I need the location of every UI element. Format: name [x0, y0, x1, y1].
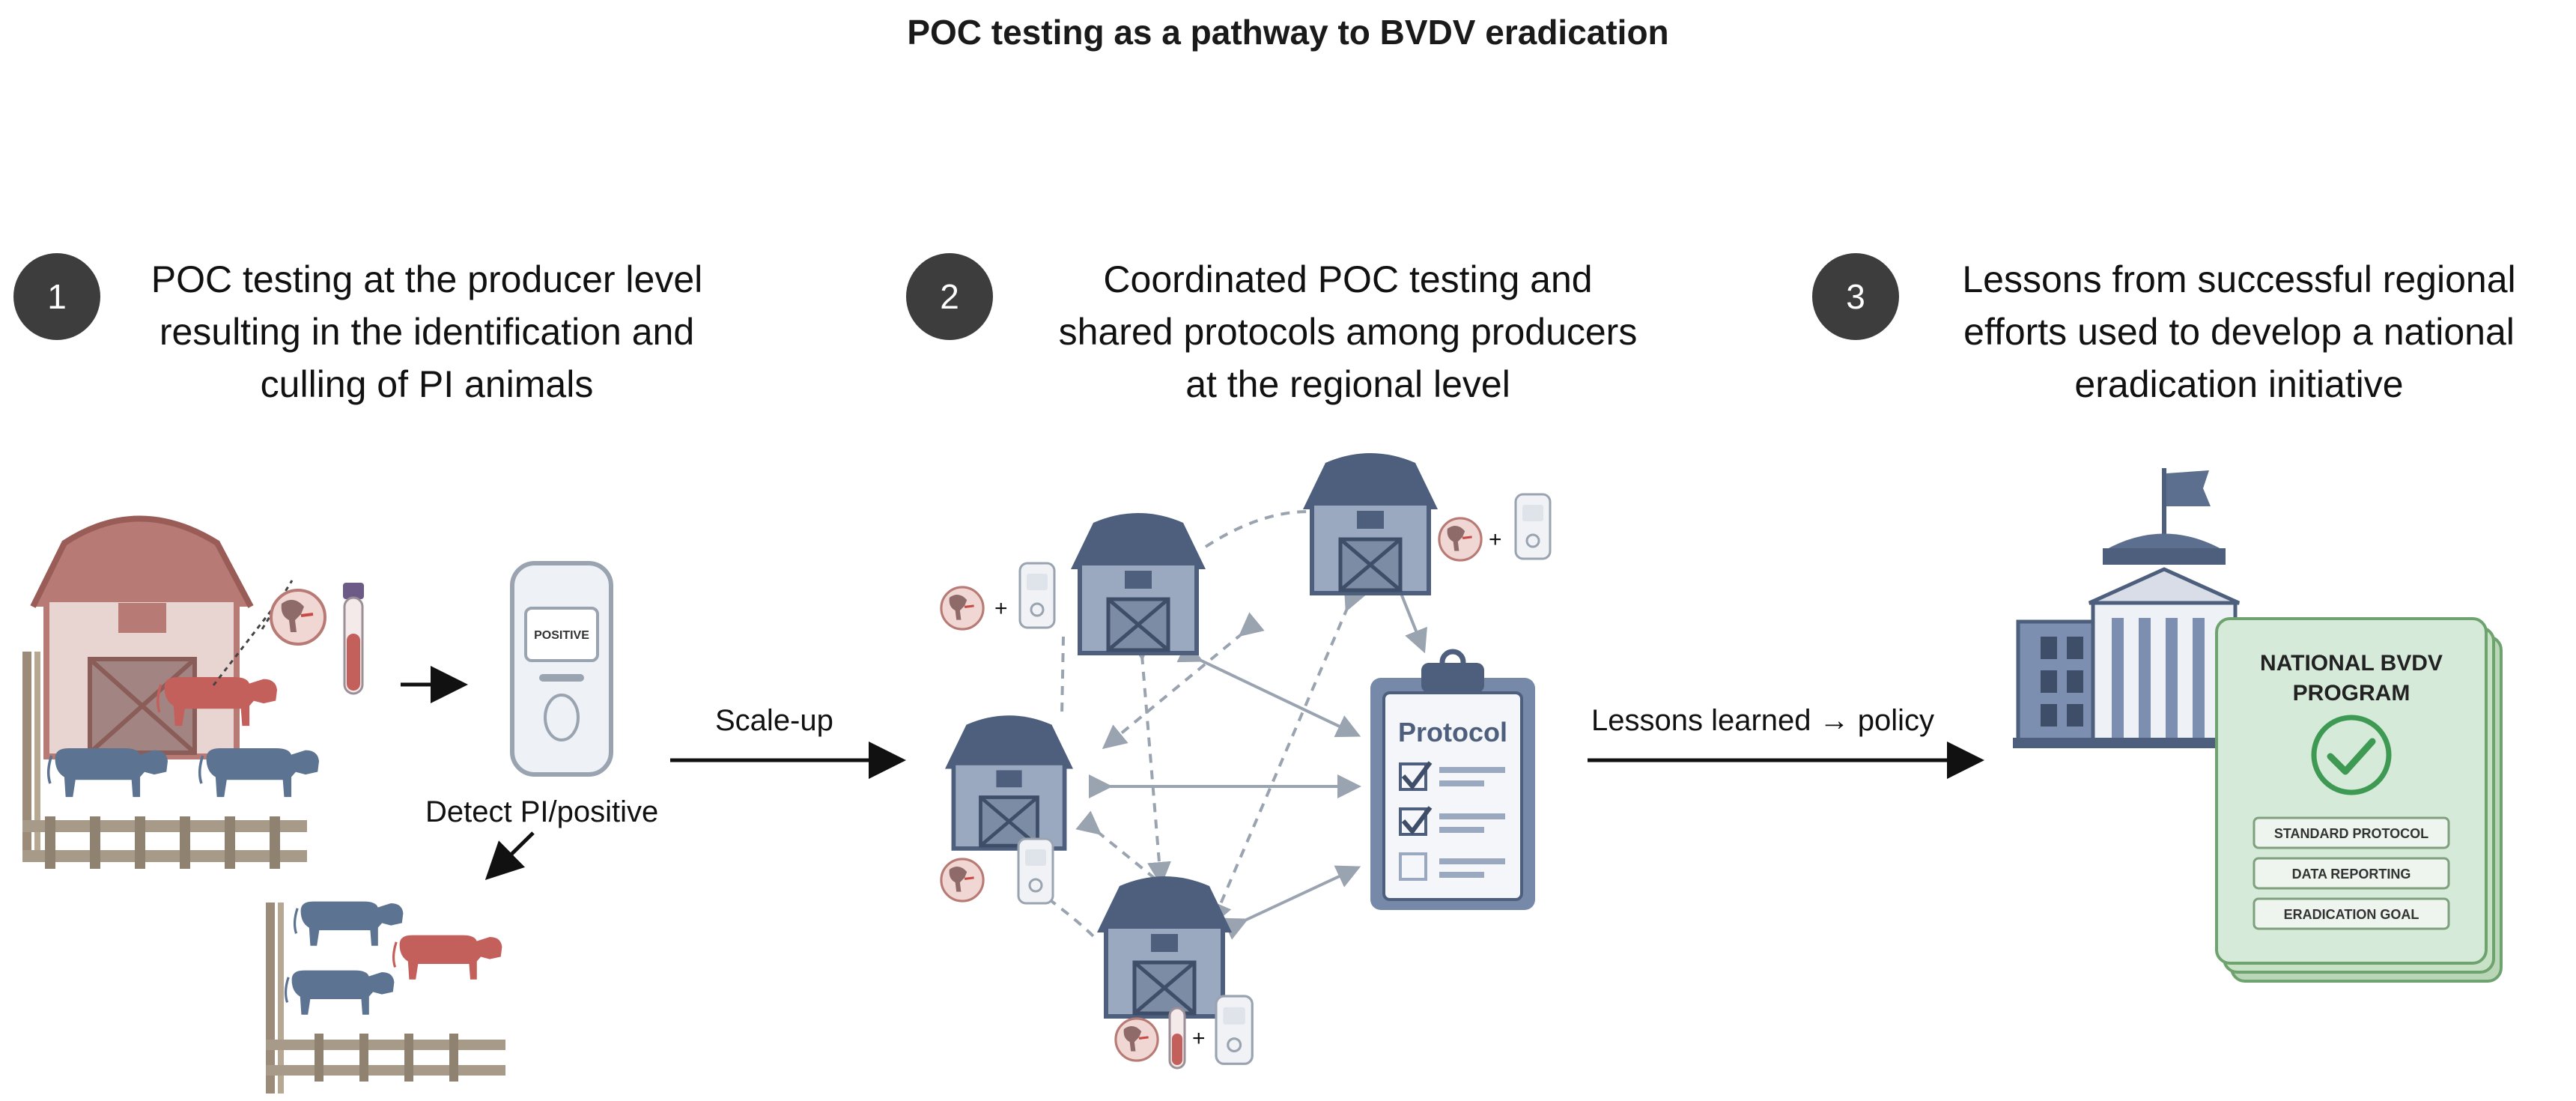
cow-icon: [198, 747, 321, 798]
barn-icon: [1303, 453, 1438, 593]
detect-label: Detect PI/positive: [425, 795, 659, 828]
test-device-icon: [1215, 995, 1254, 1065]
fence: [22, 816, 307, 869]
step-3-text: Lessons from successful regional efforts…: [1917, 253, 2561, 410]
magnifier-icon: [270, 589, 326, 646]
program-item-2: DATA REPORTING: [2292, 867, 2411, 882]
check-icon: [2311, 715, 2392, 795]
device-screen-text: POSITIVE: [534, 629, 589, 642]
barn-icon: [30, 515, 254, 759]
test-kit: +: [1114, 995, 1254, 1070]
step-1-line-1: POC testing at the producer level: [151, 258, 703, 300]
step-3-line-3: eradication initiative: [2074, 363, 2404, 405]
barn-icon: [1097, 876, 1232, 1016]
arrow-to-culling: [484, 831, 535, 881]
test-device-icon: [1514, 493, 1552, 560]
program-item-3: ERADICATION GOAL: [2284, 907, 2419, 922]
farm-1-scene: [22, 515, 364, 869]
test-kit: +: [940, 562, 1056, 631]
step-1-line-3: culling of PI animals: [260, 363, 594, 405]
step-1-text: POC testing at the producer level result…: [105, 253, 749, 410]
clipboard-title: Protocol: [1398, 717, 1507, 747]
test-device-icon: [1017, 837, 1054, 905]
blood-tube-icon: [343, 583, 364, 695]
svg-text:+: +: [994, 596, 1008, 621]
program-title-line-2: PROGRAM: [2293, 681, 2411, 706]
program-title-line-1: NATIONAL BVDV: [2260, 651, 2443, 676]
step-2-line-3: at the regional level: [1185, 363, 1510, 405]
step-3-line-2: efforts used to develop a national: [1963, 311, 2515, 353]
step-1-badge: 1: [13, 253, 100, 340]
svg-text:+: +: [1489, 527, 1502, 552]
scale-up-label: Scale-up: [715, 704, 833, 737]
cull-pen: [266, 900, 505, 1094]
program-item-1: STANDARD PROTOCOL: [2274, 826, 2428, 841]
diagram-title: POC testing as a pathway to BVDV eradica…: [907, 13, 1669, 52]
step-2-badge: 2: [906, 253, 993, 340]
cow-icon: [284, 969, 395, 1016]
test-device-icon: [1018, 562, 1056, 629]
barn-icon: [945, 715, 1073, 849]
test-device-icon: POSITIVE: [510, 561, 613, 777]
svg-text:+: +: [1192, 1026, 1206, 1051]
step-3-line-1: Lessons from successful regional: [1962, 258, 2516, 300]
step-2-line-1: Coordinated POC testing and: [1103, 258, 1593, 300]
step-2-text: Coordinated POC testing and shared proto…: [996, 253, 1700, 410]
national-scene: NATIONAL BVDV PROGRAM STANDARD PROTOCOL …: [2013, 468, 2503, 983]
barn-icon: [1071, 513, 1206, 653]
test-kit: +: [1438, 493, 1552, 562]
step-1-line-2: resulting in the identification and: [159, 311, 695, 353]
step-2-line-2: shared protocols among producers: [1058, 311, 1638, 353]
clipboard-icon: Protocol: [1370, 649, 1535, 910]
regional-network: + + +: [940, 453, 1552, 1070]
step-3-badge: 3: [1812, 253, 1899, 340]
cow-icon: [293, 900, 404, 947]
flag-icon: [2162, 468, 2211, 536]
cow-icon: [46, 747, 169, 798]
lessons-label: Lessons learned → policy: [1591, 704, 1935, 737]
cow-icon: [392, 934, 503, 981]
national-program-document: NATIONAL BVDV PROGRAM STANDARD PROTOCOL …: [2215, 617, 2503, 983]
